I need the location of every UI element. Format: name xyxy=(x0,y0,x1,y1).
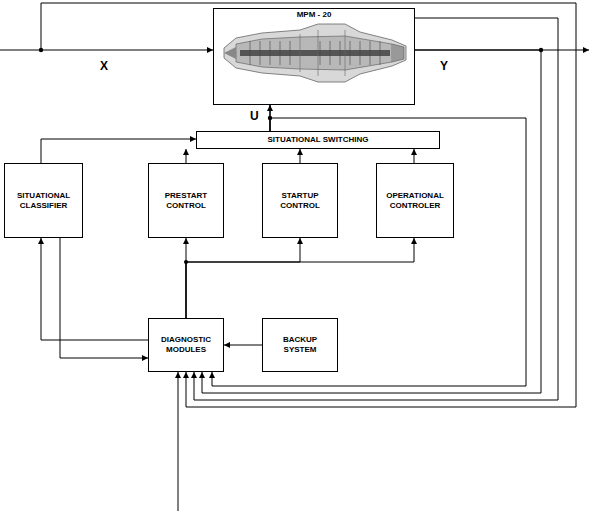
process-box: PRESTART CONTROL xyxy=(148,163,224,238)
signal-connector xyxy=(202,50,541,393)
node-label: STARTUP CONTROL xyxy=(272,191,328,210)
process-box: DIAGNOSTIC MODULES xyxy=(148,318,224,372)
blade-stroke xyxy=(320,41,321,65)
switch-box: SITUATIONAL SWITCHING xyxy=(196,131,440,149)
signal-connector xyxy=(186,149,187,163)
input-feedback-wire xyxy=(41,3,576,407)
blade-stroke xyxy=(260,41,261,65)
signal-name: Y xyxy=(440,60,448,72)
process-box: STARTUP CONTROL xyxy=(262,163,338,238)
blade-stroke xyxy=(330,41,331,65)
signal-name: U xyxy=(250,110,259,122)
signal-connector xyxy=(414,149,415,163)
jet-engine xyxy=(224,24,406,82)
blade-stroke xyxy=(280,41,281,65)
blade-stroke xyxy=(250,41,251,65)
signal-connector xyxy=(194,18,558,400)
node-label: SITUATIONAL SWITCHING xyxy=(267,135,368,145)
signal-connector xyxy=(224,345,262,346)
external-input-wire xyxy=(178,372,179,511)
blade-stroke xyxy=(270,41,271,65)
node-label: MPM - 20 xyxy=(297,10,332,20)
node-label: SITUATIONAL CLASSIFIER xyxy=(14,191,73,210)
signal-connector xyxy=(186,238,414,318)
blade-stroke xyxy=(370,41,371,65)
node-label: DIAGNOSTIC MODULES xyxy=(158,335,214,354)
node-label: OPERATIONAL CONTROLER xyxy=(386,191,444,210)
blade-stroke xyxy=(360,41,361,65)
signal-connector xyxy=(212,118,526,386)
signal-connector xyxy=(60,238,148,358)
node-label: BACKUP SYSTEM xyxy=(272,335,328,354)
engine-block: MPM - 20 xyxy=(213,8,415,105)
signal-connector xyxy=(41,238,148,340)
process-box: SITUATIONAL CLASSIFIER xyxy=(4,163,83,238)
signal-name: X xyxy=(100,60,108,72)
signal-connector xyxy=(41,139,196,163)
blade-stroke xyxy=(340,41,341,65)
process-box: BACKUP SYSTEM xyxy=(262,318,338,372)
input-wire xyxy=(0,50,213,51)
signal-connector xyxy=(300,149,301,163)
signal-connector xyxy=(186,238,300,318)
node-label: PRESTART CONTROL xyxy=(158,191,214,210)
junction-dot xyxy=(39,48,43,52)
blade-stroke xyxy=(290,41,291,65)
blade-stroke xyxy=(350,41,351,65)
blade-stroke xyxy=(380,41,381,65)
process-box: OPERATIONAL CONTROLER xyxy=(376,163,454,238)
